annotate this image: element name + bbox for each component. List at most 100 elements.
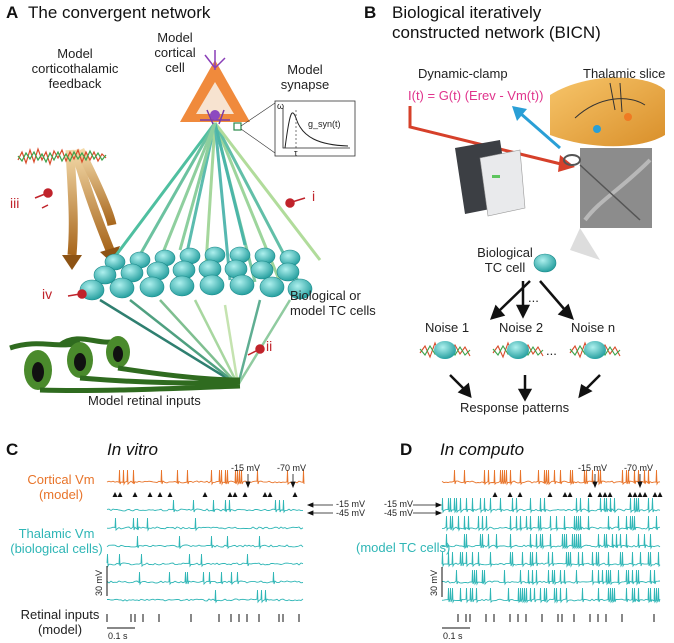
spike-marker (657, 492, 663, 497)
panel-b-letter: B (364, 3, 377, 22)
spike-marker (262, 492, 268, 497)
dynamic-clamp-equation: I(t) = G(t) (Erev - Vm(t)) (408, 88, 544, 103)
spike-marker (562, 492, 568, 497)
spike-marker (642, 492, 648, 497)
retinal-lines (99, 298, 292, 387)
synapse-y-axis-label: ω (277, 101, 285, 111)
bio-tc-cell-icon (533, 253, 557, 273)
spike-marker (632, 492, 638, 497)
spike-marker (117, 492, 123, 497)
thalamic-vm-trace (106, 517, 304, 532)
model-tc-trace (441, 533, 661, 550)
spike-marker (242, 492, 248, 497)
spike-marker (132, 492, 138, 497)
spike-marker (232, 492, 238, 497)
model-tc-trace (441, 515, 661, 532)
model-tc-trace (441, 497, 661, 514)
retinal-cells (9, 336, 241, 394)
marker-ii: ii (266, 338, 273, 354)
dynamic-clamp-label: Dynamic-clamp (418, 66, 508, 81)
thalamic-vm-trace (106, 571, 304, 586)
retinal-inputs-trace-label: Retinal inputs(model) (20, 607, 100, 637)
cortical-cell-triangle (180, 50, 250, 125)
spike-marker (492, 492, 498, 497)
noise-patterns (419, 341, 621, 359)
synapse-inset (233, 100, 356, 157)
thalamic-vm-trace (106, 589, 304, 604)
spike-marker (167, 492, 173, 497)
noise-1-label: Noise 1 (425, 320, 470, 335)
c-scale-t: 0.1 s (108, 631, 128, 641)
ellipsis-top: ... (528, 290, 539, 305)
thalamic-vm-trace (106, 535, 304, 550)
spike-marker (202, 492, 208, 497)
feedback-arrows (62, 147, 120, 270)
spike-marker (227, 492, 233, 497)
thalamic-slice-image (550, 77, 665, 147)
d-scale-t: 0.1 s (443, 631, 463, 641)
ellipsis-mid: ... (546, 343, 557, 358)
noise-n-label: Noise n (571, 320, 616, 335)
synapse-curve-label: g_syn(t) (308, 119, 341, 129)
spike-marker (517, 492, 523, 497)
panel-d-title: In computo (440, 440, 525, 459)
spike-marker (157, 492, 163, 497)
panel-a-letter: A (6, 3, 19, 22)
marker-iii: iii (10, 195, 20, 211)
thalamic-vm-trace (106, 553, 304, 568)
thalamic-vm-trace (106, 499, 303, 514)
cortical-vm-trace (441, 469, 661, 486)
side-arrows (245, 474, 643, 516)
panel-c-letter: C (6, 440, 19, 459)
d-v-top-2: -70 mV (624, 463, 654, 473)
tc-cell-grid (79, 246, 313, 301)
d-v-side-1: -15 mV (384, 499, 414, 509)
spike-marker (547, 492, 553, 497)
scale-bars (106, 566, 470, 629)
spike-marker (637, 492, 643, 497)
response-patterns-label: Response patterns (460, 400, 570, 415)
cortical-vm-label: Cortical Vm(model) (27, 472, 95, 502)
model-tc-label: (model TC cells) (356, 540, 451, 555)
c-v-side-2: -45 mV (336, 508, 366, 518)
marker-iv: iv (42, 286, 53, 302)
spike-marker (602, 492, 608, 497)
panel-a-title: The convergent network (28, 3, 211, 22)
c-scale-v: 30 mV (94, 569, 105, 597)
retinal-inputs-label: Model retinal inputs (88, 393, 201, 408)
panel-d-letter: D (400, 440, 413, 459)
spike-marker (607, 492, 613, 497)
thalamic-slice-label: Thalamic slice (583, 66, 666, 81)
panel-c-traces (106, 469, 305, 622)
marker-i: i (312, 188, 316, 204)
panel-d-traces (441, 469, 663, 622)
model-tc-trace (441, 587, 661, 604)
model-tc-trace (441, 551, 661, 568)
panel-c-title: In vitro (107, 440, 159, 459)
spike-marker (147, 492, 153, 497)
spike-marker (597, 492, 603, 497)
d-v-top-1: -15 mV (578, 463, 608, 473)
spike-marker (627, 492, 633, 497)
synapse-x-axis-label: τ (294, 148, 298, 158)
spike-marker (267, 492, 273, 497)
d-v-side-2: -45 mV (384, 508, 414, 518)
thalamic-vm-label: Thalamic Vm(biological cells) (10, 526, 103, 556)
cortical-vm-trace (106, 469, 305, 486)
microscope-image (563, 148, 652, 260)
spike-marker (507, 492, 513, 497)
c-v-top-2: -70 mV (277, 463, 307, 473)
c-v-side-1: -15 mV (336, 499, 366, 509)
feedback-noise-trace (17, 147, 107, 166)
computer-icon (455, 140, 526, 217)
model-tc-trace (441, 569, 661, 586)
spike-marker (652, 492, 658, 497)
red-markers (34, 188, 306, 356)
spike-marker (112, 492, 118, 497)
noise-2-label: Noise 2 (499, 320, 544, 335)
c-v-top-1: -15 mV (231, 463, 261, 473)
